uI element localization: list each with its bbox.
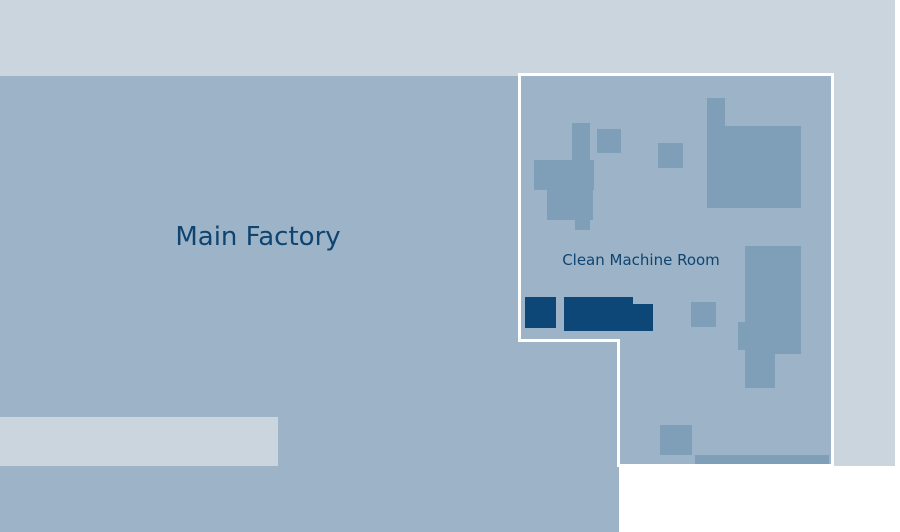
machine-block[interactable]	[575, 218, 590, 230]
equipment-group	[534, 98, 829, 465]
machine-block[interactable]	[691, 302, 716, 327]
machine-block[interactable]	[738, 322, 748, 350]
machine-block[interactable]	[660, 425, 692, 455]
machine-block[interactable]	[707, 126, 801, 208]
machine-block[interactable]	[695, 455, 829, 465]
machine-block[interactable]	[547, 188, 593, 220]
clean-machine-room-label: Clean Machine Room	[562, 251, 720, 269]
machine-block[interactable]	[745, 246, 801, 354]
clean-machine-room-outline[interactable]	[518, 73, 834, 467]
highlighted-machine[interactable]	[525, 297, 556, 328]
machine-block[interactable]	[707, 98, 725, 128]
main-factory-label: Main Factory	[175, 222, 340, 252]
corridor-strip	[0, 417, 278, 466]
highlighted-machine[interactable]	[630, 304, 653, 331]
machine-block[interactable]	[597, 129, 621, 153]
machine-block[interactable]	[745, 352, 775, 388]
machine-block[interactable]	[658, 143, 683, 168]
highlighted-machine[interactable]	[564, 297, 633, 331]
highlighted-equipment-group	[525, 297, 653, 331]
machine-block[interactable]	[572, 123, 590, 163]
machine-block[interactable]	[534, 160, 594, 190]
